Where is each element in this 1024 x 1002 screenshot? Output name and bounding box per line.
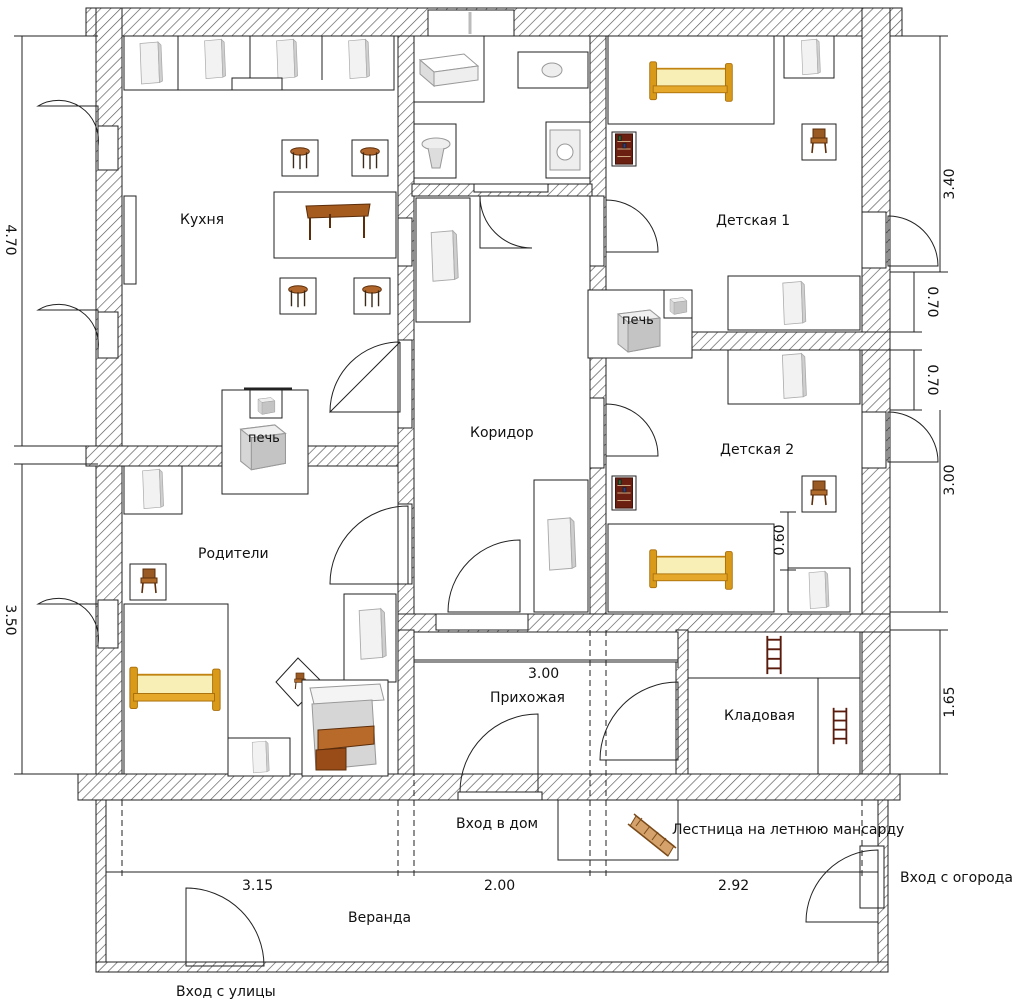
house-entrance-label: Вход в дом bbox=[456, 816, 538, 832]
room-label-children2: Детская 2 bbox=[720, 442, 794, 458]
room-label-children1: Детская 1 bbox=[716, 213, 790, 229]
street-entrance-label: Вход с улицы bbox=[176, 984, 276, 1000]
dim-right-bottom: 1.65 bbox=[942, 686, 958, 717]
room-label-hall: Прихожая bbox=[490, 690, 565, 706]
stairs-icon bbox=[627, 813, 677, 857]
stove-label-children: печь bbox=[622, 313, 654, 328]
furniture bbox=[123, 35, 861, 861]
dim-right-gap2: 0.70 bbox=[924, 364, 940, 395]
room-label-veranda: Веранда bbox=[348, 910, 411, 926]
dim-veranda-2: 2.00 bbox=[484, 878, 515, 894]
room-labels: Кухня Детская 1 Коридор Детская 2 Родите… bbox=[176, 212, 1013, 1000]
dimension-lines bbox=[14, 35, 948, 880]
dim-right-mid: 3.00 bbox=[942, 464, 958, 495]
garden-entrance-label: Вход с огорода bbox=[900, 870, 1013, 886]
dim-hall-width: 3.00 bbox=[528, 666, 559, 682]
stairs-label: Лестница на летнюю мансарду bbox=[672, 822, 904, 838]
dim-veranda-3: 2.92 bbox=[718, 878, 749, 894]
dimension-labels: 4.70 3.50 3.40 0.70 0.70 3.00 1.65 3.00 … bbox=[2, 168, 958, 894]
dim-left-top: 4.70 bbox=[2, 224, 18, 255]
room-label-storage: Кладовая bbox=[724, 708, 795, 724]
room-label-kitchen: Кухня bbox=[180, 212, 224, 228]
room-label-corridor: Коридор bbox=[470, 425, 534, 441]
room-label-parents: Родители bbox=[198, 546, 269, 562]
dim-left-bottom: 3.50 bbox=[2, 604, 18, 635]
dim-veranda-1: 3.15 bbox=[242, 878, 273, 894]
dim-bed-gap: 0.60 bbox=[772, 524, 788, 555]
dim-right-gap1: 0.70 bbox=[924, 286, 940, 317]
stove-label-kitchen: печь bbox=[248, 431, 280, 446]
dim-right-top: 3.40 bbox=[942, 168, 958, 199]
door-swings bbox=[36, 99, 939, 967]
